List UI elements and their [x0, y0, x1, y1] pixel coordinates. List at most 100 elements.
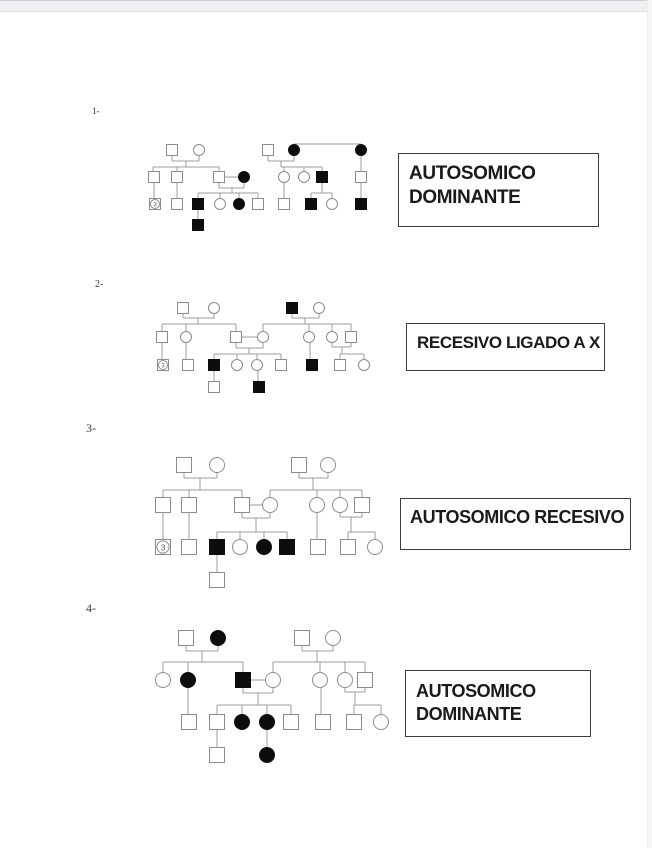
unaffected-female-symbol: [312, 672, 328, 688]
diagnosis-label-4-line2: DOMINANTE: [416, 704, 522, 724]
affected-female-symbol: [256, 539, 272, 555]
pedigree-4-diagram: [155, 630, 389, 763]
pedigree-3-diagram: 3: [155, 457, 383, 588]
unaffected-male-symbol: [209, 572, 225, 588]
multiple-individuals-count: 3: [153, 202, 157, 208]
affected-male-symbol: [316, 171, 328, 183]
unaffected-male-symbol: [294, 630, 310, 646]
unaffected-male-symbol: [213, 171, 225, 183]
unaffected-female-symbol: [209, 457, 225, 473]
multiple-individuals-symbol: 3: [155, 539, 171, 555]
affected-female-symbol: [210, 630, 226, 646]
affected-male-symbol: [208, 359, 220, 371]
multiple-individuals-symbol: 3: [157, 359, 169, 371]
unaffected-male-symbol: [230, 331, 242, 343]
affected-male-symbol: [209, 539, 225, 555]
affected-female-symbol: [259, 747, 275, 763]
unaffected-female-symbol: [303, 331, 315, 343]
unaffected-male-symbol: [171, 198, 183, 210]
unaffected-female-symbol: [232, 539, 248, 555]
unaffected-male-symbol: [234, 497, 250, 513]
unaffected-male-symbol: [278, 198, 290, 210]
unaffected-male-symbol: [209, 747, 225, 763]
affected-male-symbol: [279, 539, 295, 555]
unaffected-male-symbol: [354, 497, 370, 513]
unaffected-female-symbol: [332, 497, 348, 513]
unaffected-male-symbol: [310, 539, 326, 555]
unaffected-male-symbol: [252, 198, 264, 210]
unaffected-female-symbol: [208, 302, 220, 314]
unaffected-female-symbol: [231, 359, 243, 371]
pedigree-1-diagram: 3: [148, 143, 367, 231]
unaffected-female-symbol: [257, 331, 269, 343]
unaffected-female-symbol: [358, 359, 370, 371]
affected-female-symbol: [355, 144, 367, 156]
page-right-edge: [647, 0, 652, 848]
unaffected-female-symbol: [367, 539, 383, 555]
unaffected-female-symbol: [251, 359, 263, 371]
affected-female-symbol: [288, 144, 300, 156]
unaffected-female-symbol: [265, 672, 281, 688]
unaffected-male-symbol: [178, 630, 194, 646]
unaffected-male-symbol: [176, 457, 192, 473]
unaffected-female-symbol: [326, 331, 338, 343]
unaffected-male-symbol: [156, 331, 168, 343]
unaffected-male-symbol: [262, 144, 274, 156]
unaffected-male-symbol: [275, 359, 287, 371]
unaffected-female-symbol: [337, 672, 353, 688]
multiple-individuals-count: 3: [161, 363, 165, 369]
unaffected-male-symbol: [340, 539, 356, 555]
diagnosis-label-3: AUTOSOMICO RECESIVO: [400, 498, 631, 550]
unaffected-male-symbol: [148, 171, 160, 183]
unaffected-male-symbol: [182, 359, 194, 371]
affected-female-symbol: [233, 198, 245, 210]
diagnosis-label-2: RECESIVO LIGADO A X: [406, 323, 605, 371]
diagnosis-label-1: AUTOSOMICO DOMINANTE: [398, 153, 599, 227]
affected-male-symbol: [305, 198, 317, 210]
unaffected-female-symbol: [214, 198, 226, 210]
item-number-2: 2-: [95, 279, 104, 290]
diagnosis-label-4-line1: AUTOSOMICO: [416, 681, 536, 701]
unaffected-male-symbol: [171, 171, 183, 183]
unaffected-male-symbol: [181, 539, 197, 555]
diagnosis-label-4: AUTOSOMICO DOMINANTE: [405, 670, 591, 737]
unaffected-female-symbol: [320, 457, 336, 473]
affected-male-symbol: [192, 219, 204, 231]
unaffected-male-symbol: [155, 497, 171, 513]
unaffected-male-symbol: [208, 381, 220, 393]
unaffected-female-symbol: [325, 630, 341, 646]
unaffected-male-symbol: [345, 331, 357, 343]
affected-female-symbol: [234, 714, 250, 730]
unaffected-male-symbol: [181, 714, 197, 730]
affected-male-symbol: [253, 381, 265, 393]
unaffected-female-symbol: [326, 198, 338, 210]
diagnosis-label-3-line1: AUTOSOMICO RECESIVO: [410, 507, 625, 527]
unaffected-male-symbol: [181, 497, 197, 513]
unaffected-female-symbol: [155, 672, 171, 688]
unaffected-male-symbol: [355, 171, 367, 183]
affected-female-symbol: [180, 672, 196, 688]
unaffected-male-symbol: [209, 714, 225, 730]
pedigree-2-diagram: 3: [156, 302, 370, 393]
unaffected-male-symbol: [315, 714, 331, 730]
unaffected-female-symbol: [262, 497, 278, 513]
diagnosis-label-1-line2: DOMINANTE: [409, 187, 521, 208]
affected-male-symbol: [286, 302, 298, 314]
unaffected-female-symbol: [373, 714, 389, 730]
affected-male-symbol: [306, 359, 318, 371]
affected-female-symbol: [238, 171, 250, 183]
affected-female-symbol: [259, 714, 275, 730]
unaffected-female-symbol: [193, 144, 205, 156]
affected-male-symbol: [235, 672, 251, 688]
unaffected-male-symbol: [177, 302, 189, 314]
unaffected-male-symbol: [291, 457, 307, 473]
item-number-4: 4-: [86, 601, 96, 615]
unaffected-female-symbol: [309, 497, 325, 513]
affected-male-symbol: [192, 198, 204, 210]
viewer-top-bar: [0, 0, 652, 12]
unaffected-female-symbol: [298, 171, 310, 183]
item-number-1: 1-: [92, 106, 100, 116]
unaffected-female-symbol: [180, 331, 192, 343]
